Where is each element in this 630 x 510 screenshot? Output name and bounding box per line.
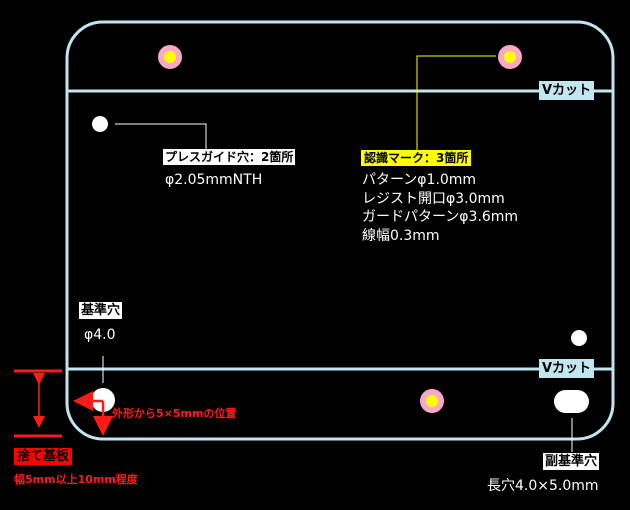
press-guide-hole	[92, 116, 108, 132]
spec-line: ガードパターンφ3.6mm	[362, 209, 519, 225]
recognition-leader	[416, 55, 496, 150]
sub-reference-label: 副基準穴	[543, 453, 600, 470]
reference-position-note: 外形から5×5mmの位置	[112, 407, 237, 420]
waste-board-label: 捨て基板	[14, 448, 73, 465]
waste-board-note: 幅5mm以上10mm程度	[14, 473, 138, 486]
vcut-label-top: Vカット	[539, 81, 595, 100]
recognition-mark	[420, 389, 444, 413]
sub-reference-hole	[554, 390, 589, 413]
recognition-mark	[498, 45, 522, 69]
sub-reference-spec: 長穴4.0×5.0mm	[487, 478, 599, 494]
vcut-label-bottom: Vカット	[539, 359, 595, 378]
reference-hole-label: 基準穴	[79, 302, 123, 319]
reference-hole-spec: φ4.0	[84, 327, 116, 343]
recognition-mark-specs: パターンφ1.0mm レジスト開口φ3.0mm ガードパターンφ3.6mm 線幅…	[362, 173, 518, 247]
spec-line: パターンφ1.0mm	[362, 172, 477, 188]
spec-line: レジスト開口φ3.0mm	[362, 190, 505, 207]
spec-line: 線幅0.3mm	[362, 227, 440, 244]
recognition-mark-label: 認識マーク：3箇所	[361, 150, 472, 166]
recognition-mark	[158, 45, 182, 69]
board-outline	[65, 20, 615, 441]
press-guide-spec: φ2.05mmNTH	[165, 172, 263, 188]
press-guide-label: プレスガイド穴：2箇所	[163, 149, 296, 165]
press-guide-hole	[571, 330, 587, 346]
press-guide-leader	[115, 123, 207, 150]
